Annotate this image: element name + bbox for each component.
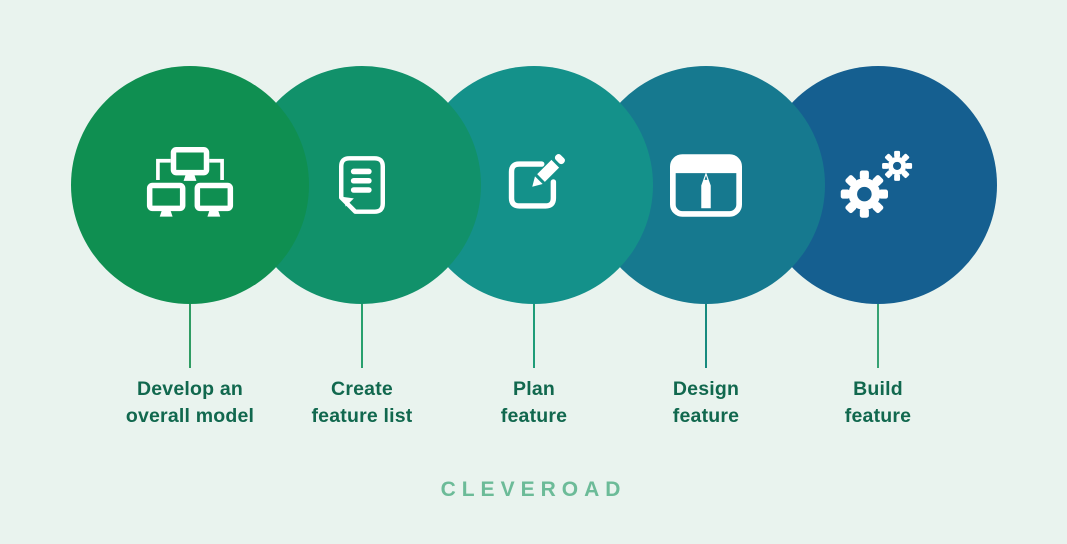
connector-line [533,304,535,368]
gears-icon [836,145,920,225]
design-window-icon [670,153,742,217]
step-label: Design feature [672,378,740,427]
step-label: Create feature list [311,378,413,427]
connector-line [877,304,879,368]
step-circle [759,66,997,304]
step-label: Plan feature [500,378,568,427]
connector-line [189,304,191,368]
edit-pencil-icon [503,154,565,216]
document-list-icon [339,156,385,214]
network-monitors-icon [146,146,234,224]
brand-logo: CLEVEROAD [440,478,627,501]
connector-line [361,304,363,368]
step-label: Develop an overall model [125,378,255,427]
connector-line [705,304,707,368]
step-label: Build feature [844,378,912,427]
step-circle [71,66,309,304]
